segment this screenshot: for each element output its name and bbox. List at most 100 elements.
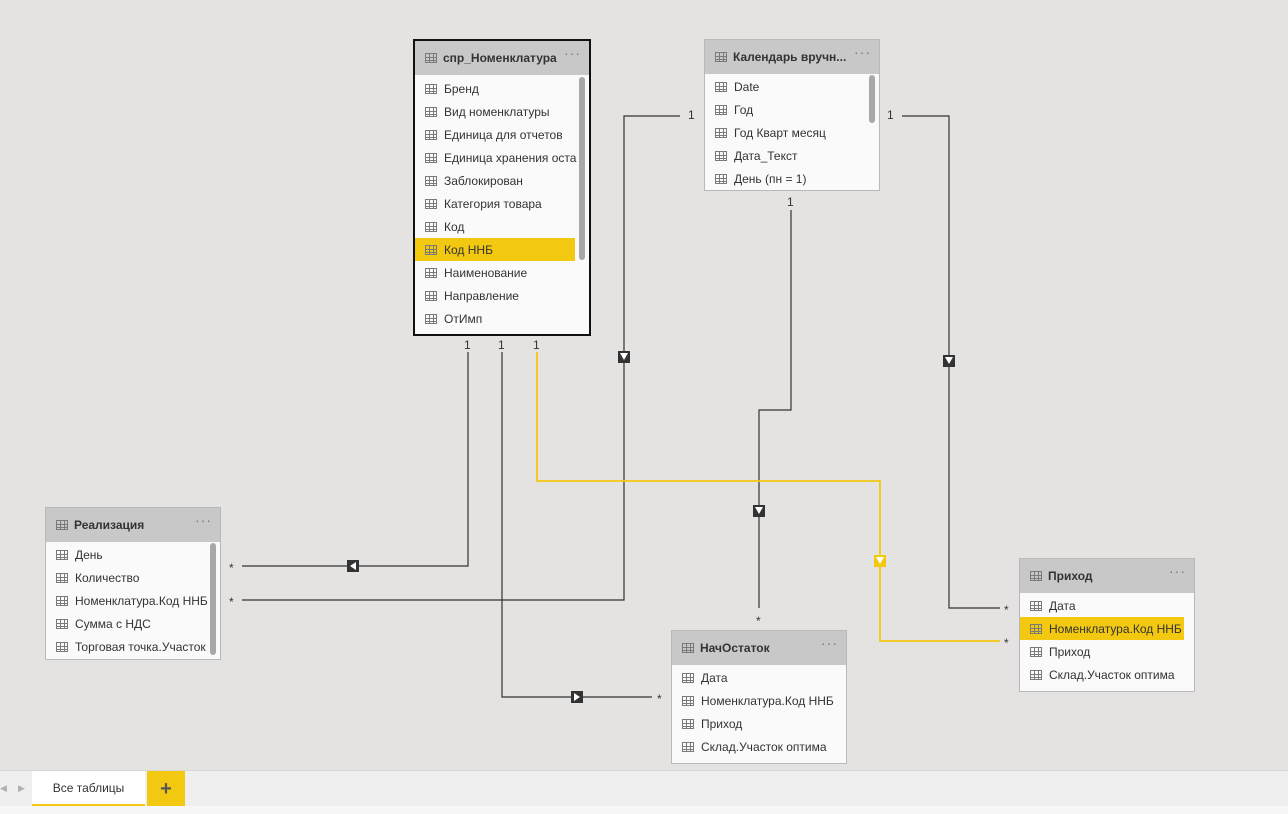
scrollbar[interactable] bbox=[579, 77, 585, 260]
filter-arrow-icon bbox=[347, 560, 359, 572]
table-icon bbox=[1030, 600, 1042, 611]
field-item[interactable]: Дата_Текст bbox=[705, 144, 879, 167]
nav-left-icon[interactable]: ◀ bbox=[0, 783, 7, 793]
table-card-header[interactable]: Приход ··· bbox=[1020, 559, 1194, 593]
filter-arrow-icon bbox=[618, 351, 630, 363]
field-item[interactable]: Код bbox=[415, 215, 589, 238]
field-item[interactable]: Торговая точка.Участок bbox=[46, 635, 220, 658]
model-canvas[interactable]: 1 1 1 1 1 1 * * * * * * спр_Номенклатура… bbox=[0, 0, 1288, 770]
rel-calendar-opening bbox=[758, 210, 792, 608]
table-icon bbox=[682, 718, 694, 729]
cardinality-one: 1 bbox=[464, 338, 471, 352]
rel-nomenclature-income bbox=[536, 352, 1000, 642]
field-label: Наименование bbox=[444, 265, 528, 280]
field-item[interactable]: Наименование bbox=[415, 261, 589, 284]
table-icon bbox=[56, 572, 68, 583]
field-list: Дата Номенклатура.Код ННБ Приход Склад.У… bbox=[672, 665, 846, 758]
more-icon[interactable]: ··· bbox=[821, 635, 838, 651]
table-card-header[interactable]: Календарь вручн... ··· bbox=[705, 40, 879, 74]
add-icon[interactable]: + bbox=[147, 771, 185, 807]
field-item[interactable]: Дата bbox=[1020, 594, 1194, 617]
cardinality-many: * bbox=[756, 614, 761, 628]
field-label: День bbox=[75, 547, 103, 562]
table-icon bbox=[715, 173, 727, 184]
table-icon bbox=[715, 150, 727, 161]
field-label: ОтИмп bbox=[444, 311, 483, 326]
field-item[interactable]: Бренд bbox=[415, 77, 589, 100]
field-item[interactable]: ОтИмп bbox=[415, 307, 589, 330]
field-label: Склад.Участок оптима bbox=[701, 739, 827, 754]
field-item[interactable]: Вид номенклатуры bbox=[415, 100, 589, 123]
more-icon[interactable]: ··· bbox=[195, 512, 212, 528]
field-item[interactable]: Номенклатура.Код ННБ bbox=[672, 689, 846, 712]
table-card-header[interactable]: Реализация ··· bbox=[46, 508, 220, 542]
table-card-header[interactable]: НачОстаток ··· bbox=[672, 631, 846, 665]
field-label: Приход bbox=[701, 716, 743, 731]
field-label: Склад.Участок оптима bbox=[1049, 667, 1175, 682]
cardinality-one: 1 bbox=[787, 195, 794, 209]
table-card-opening-balance[interactable]: НачОстаток ··· Дата Номенклатура.Код ННБ… bbox=[671, 630, 847, 764]
field-item[interactable]: Направление bbox=[415, 284, 589, 307]
field-item[interactable]: Единица для отчетов bbox=[415, 123, 589, 146]
field-item[interactable]: Номенклатура.Код ННБ bbox=[46, 589, 220, 612]
table-icon bbox=[1030, 669, 1042, 680]
field-item[interactable]: Склад.Участок оптима bbox=[1020, 663, 1194, 686]
cardinality-many: * bbox=[229, 595, 234, 609]
cardinality-one: 1 bbox=[498, 338, 505, 352]
field-label: Количество bbox=[75, 570, 140, 585]
table-icon bbox=[425, 152, 437, 163]
field-label: Заблокирован bbox=[444, 173, 523, 188]
table-card-income[interactable]: Приход ··· Дата Номенклатура.Код ННБ При… bbox=[1019, 558, 1195, 692]
field-item[interactable]: Количество bbox=[46, 566, 220, 589]
filter-arrow-icon bbox=[943, 355, 955, 367]
more-icon[interactable]: ··· bbox=[1169, 563, 1186, 579]
field-item[interactable]: Единица хранения оста bbox=[415, 146, 589, 169]
table-icon bbox=[682, 672, 694, 683]
table-icon bbox=[682, 643, 694, 653]
more-icon[interactable]: ··· bbox=[564, 45, 581, 61]
table-title: спр_Номенклатура bbox=[443, 51, 557, 65]
field-item[interactable]: Заблокирован bbox=[415, 169, 589, 192]
table-card-calendar[interactable]: Календарь вручн... ··· Date Год Год Квар… bbox=[704, 39, 880, 191]
field-item-highlighted[interactable]: Номенклатура.Код ННБ bbox=[1020, 617, 1184, 640]
rel-nomenclature-sales bbox=[242, 352, 469, 567]
field-item[interactable]: Год Кварт месяц bbox=[705, 121, 879, 144]
table-icon bbox=[56, 641, 68, 652]
field-list: День Количество Номенклатура.Код ННБ Сум… bbox=[46, 542, 220, 658]
field-item[interactable]: Date bbox=[705, 75, 879, 98]
table-card-nomenclature[interactable]: спр_Номенклатура ··· Бренд Вид номенклат… bbox=[413, 39, 591, 336]
table-icon bbox=[715, 81, 727, 92]
tab-all-tables[interactable]: Все таблицы bbox=[32, 771, 145, 806]
field-item[interactable]: День bbox=[46, 543, 220, 566]
cardinality-many: * bbox=[1004, 636, 1009, 650]
field-item[interactable]: Приход bbox=[1020, 640, 1194, 663]
scrollbar[interactable] bbox=[210, 543, 216, 655]
table-icon bbox=[1030, 623, 1042, 634]
field-item[interactable]: Сумма с НДС bbox=[46, 612, 220, 635]
rel-nomenclature-opening bbox=[501, 352, 652, 698]
field-label: Код ННБ bbox=[444, 242, 493, 257]
scrollbar[interactable] bbox=[869, 75, 875, 123]
field-item[interactable]: Год bbox=[705, 98, 879, 121]
more-icon[interactable]: ··· bbox=[854, 44, 871, 60]
table-icon bbox=[425, 313, 437, 324]
table-icon bbox=[425, 175, 437, 186]
table-icon bbox=[715, 104, 727, 115]
table-card-sales[interactable]: Реализация ··· День Количество Номенклат… bbox=[45, 507, 221, 660]
field-label: Направление bbox=[444, 288, 519, 303]
field-label: Торговая точка.Участок bbox=[75, 639, 206, 654]
field-item[interactable]: Приход bbox=[672, 712, 846, 735]
nav-right-icon[interactable]: ▶ bbox=[18, 783, 25, 793]
field-label: Вид номенклатуры bbox=[444, 104, 550, 119]
field-item[interactable]: Дата bbox=[672, 666, 846, 689]
field-item[interactable]: День (пн = 1) bbox=[705, 167, 879, 190]
field-item[interactable]: Склад.Участок оптима bbox=[672, 735, 846, 758]
field-list: Бренд Вид номенклатуры Единица для отчет… bbox=[415, 75, 589, 332]
table-icon bbox=[425, 221, 437, 232]
field-label: Категория товара bbox=[444, 196, 542, 211]
table-title: Календарь вручн... bbox=[733, 50, 847, 64]
field-item-highlighted[interactable]: Код ННБ bbox=[415, 238, 575, 261]
field-item[interactable]: Категория товара bbox=[415, 192, 589, 215]
table-card-header[interactable]: спр_Номенклатура ··· bbox=[415, 41, 589, 75]
table-icon bbox=[425, 198, 437, 209]
